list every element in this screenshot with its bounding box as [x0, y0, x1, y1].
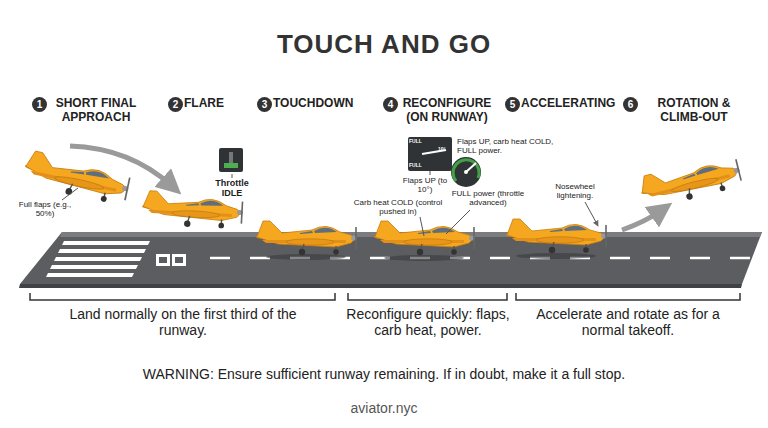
centerline-dash — [730, 257, 750, 260]
centerline-dash — [690, 257, 710, 260]
flow-arrow — [70, 146, 172, 186]
gauge-text: FULL — [409, 163, 431, 169]
callout-number: 1 — [32, 97, 47, 112]
airplane — [374, 221, 475, 255]
bracket-caption: Reconfigure quickly: flaps, carb heat, p… — [343, 306, 513, 338]
step-heading: ROTATION & CLIMB-OUT — [639, 97, 749, 125]
flap-indicator — [408, 137, 452, 171]
runway-number — [156, 254, 186, 266]
callout-text: Nosewheel lightening. — [540, 182, 610, 200]
airplane — [506, 219, 607, 253]
airplane — [21, 150, 132, 207]
gauge-text: 10° — [438, 147, 452, 153]
centerline-dash — [650, 257, 670, 260]
callout-text: FULL power (throttle advanced) — [444, 189, 532, 207]
callout-number: 4 — [383, 97, 398, 112]
warning-note: WARNING: Ensure sufficient runway remain… — [20, 366, 748, 382]
leader-line — [62, 171, 597, 236]
step-heading: FLARE — [184, 97, 244, 111]
step-heading: ACCELERATING — [521, 97, 621, 111]
step-heading: SHORT FINAL APPROACH — [48, 97, 144, 125]
bracket-caption: Land normally on the first third of the … — [58, 306, 308, 338]
step-heading: TOUCHDOWN — [273, 97, 369, 111]
watermark: aviator.nyc — [284, 400, 484, 416]
callout-text: Flaps UP (to 10°) — [400, 176, 450, 194]
airplane — [256, 221, 357, 255]
centerline-dash — [210, 257, 230, 260]
airplane — [637, 153, 743, 211]
centerline-dash — [490, 257, 510, 260]
power-gauge — [451, 157, 481, 187]
callout-number: 6 — [623, 97, 638, 112]
title: TOUCH AND GO — [0, 30, 768, 60]
callout-text: Flaps UP, carb heat COLD, FULL power. — [457, 137, 567, 155]
gauge-text: FULL — [409, 139, 431, 145]
throttle-icon — [219, 148, 243, 172]
bracket-caption: Accelerate and rotate as for a normal ta… — [528, 306, 728, 338]
callout-text: Throttle IDLE — [207, 178, 257, 199]
callout-text: Carb heat COLD (control pushed in) — [352, 198, 444, 216]
callout-text: Full flaps (e.g., 50%) — [14, 200, 76, 218]
callout-number: 5 — [505, 97, 520, 112]
callout-number: 3 — [257, 97, 272, 112]
step-heading: RECONFIGURE (ON RUNWAY) — [397, 97, 497, 125]
callout-number: 2 — [168, 97, 183, 112]
bracket — [30, 293, 740, 300]
centerline-dash — [610, 257, 630, 260]
flow-arrow — [622, 210, 662, 230]
